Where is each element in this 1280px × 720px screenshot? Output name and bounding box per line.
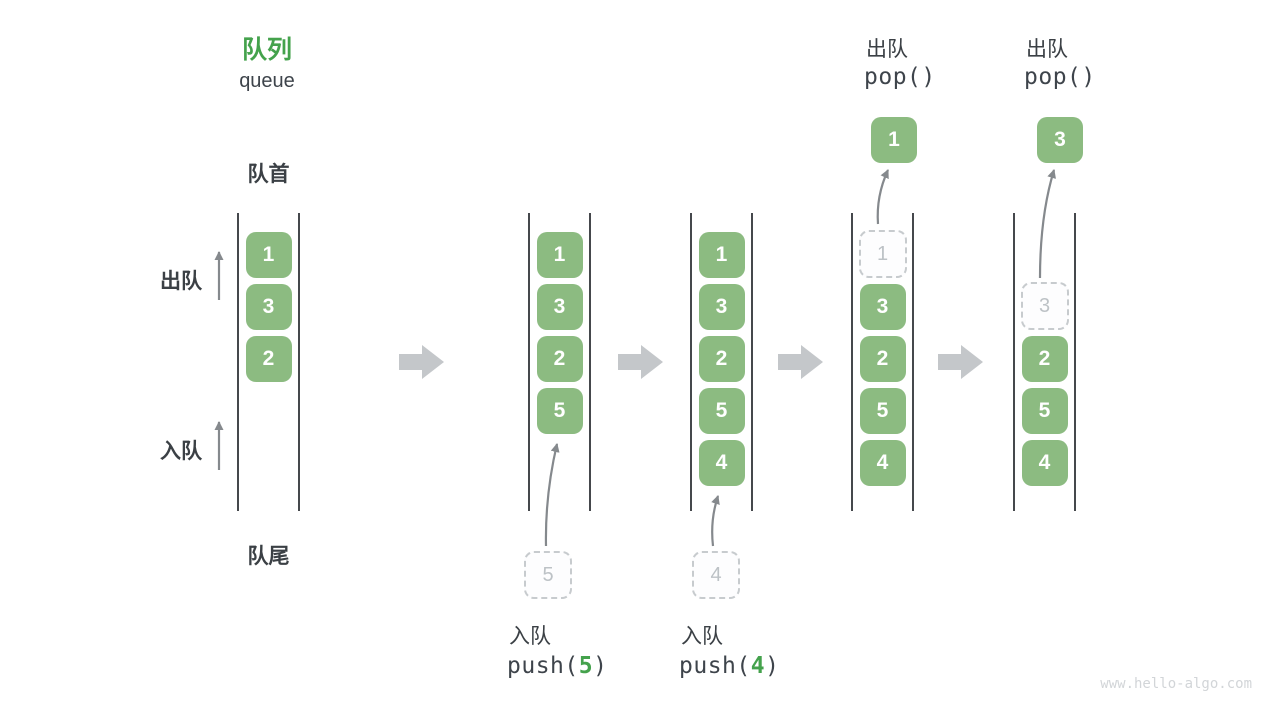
enqueue-op-code: push(4)	[679, 653, 779, 679]
queue-item: 1	[698, 232, 745, 278]
dequeue-op-code: pop()	[864, 64, 936, 90]
watermark: www.hello-algo.com	[1100, 676, 1252, 692]
ghost-slot: 3	[1020, 282, 1069, 330]
queue-item: 1	[245, 232, 292, 278]
queue-item: 5	[859, 388, 906, 434]
queue-item: 2	[245, 336, 292, 382]
queue-item: 2	[859, 336, 906, 382]
enqueue-op-code: push(5)	[507, 653, 607, 679]
dequeue-op-code: pop()	[1024, 64, 1096, 90]
queue-column-1: 1 3 2	[237, 213, 300, 511]
queue-column-5: 3 2 5 4	[1013, 213, 1076, 511]
enqueue-op-label: 入队	[509, 625, 551, 648]
op-code-post: )	[765, 653, 780, 679]
queue-item: 2	[536, 336, 583, 382]
queue-item: 4	[698, 440, 745, 486]
ghost-slot: 1	[858, 230, 907, 278]
diagram-title: 队列	[241, 36, 292, 64]
queue-item: 4	[1021, 440, 1068, 486]
step-arrow-icon	[618, 345, 663, 379]
op-code-pre: push(	[679, 653, 751, 679]
dequeue-op-label: 出队	[1026, 38, 1068, 61]
queue-column-2: 1 3 2 5	[528, 213, 591, 511]
queue-item: 3	[698, 284, 745, 330]
queue-item: 5	[698, 388, 745, 434]
op-code-arg: 4	[750, 653, 766, 679]
queue-item: 3	[245, 284, 292, 330]
enqueue-side-label: 入队	[160, 440, 202, 463]
popped-item-box: 3	[1037, 117, 1083, 163]
popped-item-box: 1	[871, 117, 917, 163]
op-code-arg: 5	[578, 653, 594, 679]
queue-item: 3	[536, 284, 583, 330]
queue-column-3: 1 3 2 5 4	[690, 213, 753, 511]
step-arrow-icon	[938, 345, 983, 379]
op-code-pre: push(	[507, 653, 579, 679]
op-code-post: )	[593, 653, 608, 679]
diagram-subtitle: queue	[239, 70, 295, 92]
enqueue-op-label: 入队	[681, 625, 723, 648]
queue-item: 3	[859, 284, 906, 330]
step-arrow-icon	[399, 345, 444, 379]
incoming-item-box: 5	[524, 551, 572, 599]
queue-front-label: 队首	[247, 163, 290, 186]
queue-rear-label: 队尾	[247, 545, 290, 568]
step-arrow-icon	[778, 345, 823, 379]
incoming-item-box: 4	[692, 551, 740, 599]
queue-item: 2	[698, 336, 745, 382]
dequeue-side-label: 出队	[160, 270, 202, 293]
queue-column-4: 1 3 2 5 4	[851, 213, 914, 511]
queue-item: 4	[859, 440, 906, 486]
queue-item: 2	[1021, 336, 1068, 382]
dequeue-op-label: 出队	[866, 38, 908, 61]
queue-item: 5	[1021, 388, 1068, 434]
queue-item: 1	[536, 232, 583, 278]
queue-item: 5	[536, 388, 583, 434]
